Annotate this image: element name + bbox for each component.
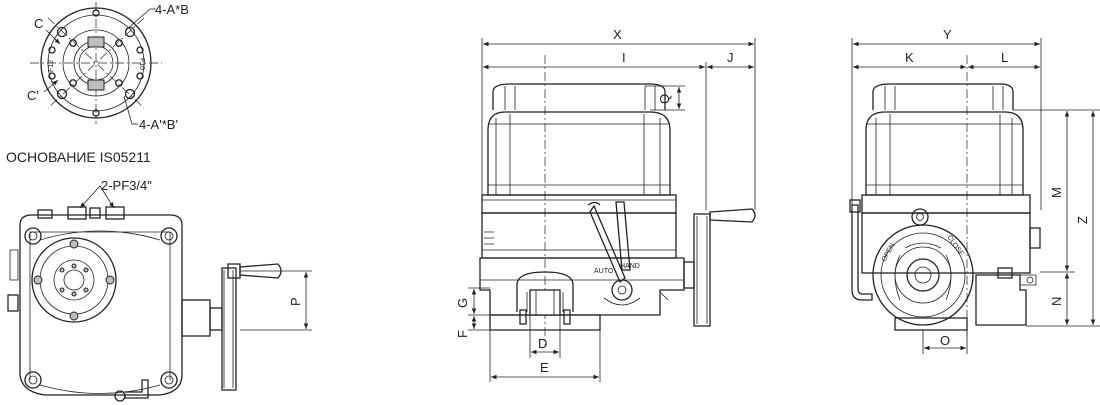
bolt-holes: [48, 9, 144, 117]
port-label: 2-PF3/4": [101, 178, 152, 193]
dim-e: E: [540, 360, 549, 375]
c-label-top: C: [34, 16, 43, 31]
dim-z: Z: [1075, 216, 1090, 224]
dim-y: Y: [943, 27, 952, 42]
close-label: CLOSE: [945, 234, 965, 258]
dim-i: I: [622, 50, 626, 65]
actuator-side-view: [468, 38, 756, 382]
dim-f: F: [455, 330, 470, 338]
dim-g: G: [455, 298, 470, 308]
dim-p: P: [288, 297, 303, 306]
actuator-front-view: [849, 38, 1100, 354]
f10-label: F10: [138, 58, 145, 70]
c-label-bottom: C': [27, 88, 39, 103]
dim-j: J: [727, 50, 734, 65]
bolt-label-top: 4-A*B: [155, 2, 189, 17]
dim-x: X: [613, 27, 622, 42]
f12-label: F12: [48, 60, 55, 72]
actuator-top-view: 2-PF3/4": [7, 178, 312, 402]
dim-o: O: [940, 333, 950, 348]
base-caption: ОСНОВАНИЕ IS05211: [6, 149, 151, 165]
dim-n: N: [1049, 297, 1064, 306]
dim-q: Q: [657, 94, 672, 104]
dim-d: D: [538, 336, 547, 351]
dim-m: M: [1049, 187, 1064, 198]
dim-l: L: [1001, 50, 1008, 65]
auto-label: AUTO: [594, 268, 614, 275]
hand-label: HAND: [620, 263, 640, 270]
bolt-label-bottom: 4-A'*B': [139, 117, 178, 132]
dim-k: K: [905, 50, 914, 65]
flange-base-view: [30, 2, 162, 125]
